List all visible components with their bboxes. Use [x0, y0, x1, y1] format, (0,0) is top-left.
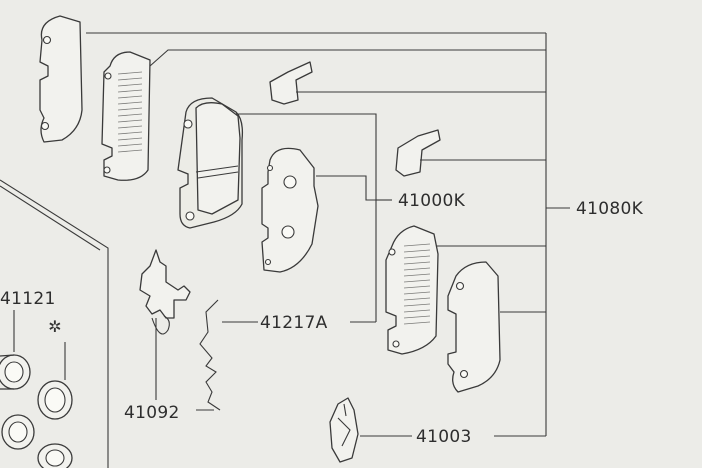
inner-shim-center — [261, 147, 319, 273]
piston-seal — [37, 380, 73, 468]
outer-shim-left — [39, 15, 83, 143]
label-41003: 41003 — [416, 427, 472, 447]
label-41000k: 41000K — [398, 191, 466, 211]
caliper-body — [0, 179, 109, 468]
pad-clip-mid — [395, 129, 441, 177]
leader-lines — [13, 32, 570, 437]
pad-retainer-spring — [199, 299, 221, 411]
pad-right-hatch — [403, 243, 431, 325]
brake-pad-inner-3d — [177, 97, 244, 229]
label-41217a: 41217A — [260, 313, 328, 333]
star-marker: ✲ — [48, 317, 61, 336]
brake-pad-right — [385, 225, 439, 355]
label-41092: 41092 — [124, 403, 180, 423]
caliper-pistons — [0, 354, 35, 450]
brake-pad-outer — [101, 51, 151, 181]
outer-shim-right — [447, 261, 501, 393]
pad-friction-hatch — [117, 71, 143, 153]
label-41121: 41121 — [0, 289, 56, 309]
label-41080k: 41080K — [576, 199, 644, 219]
anti-squeal-shim — [139, 249, 191, 335]
pad-clip-top — [269, 61, 313, 105]
boot-part — [329, 397, 359, 463]
